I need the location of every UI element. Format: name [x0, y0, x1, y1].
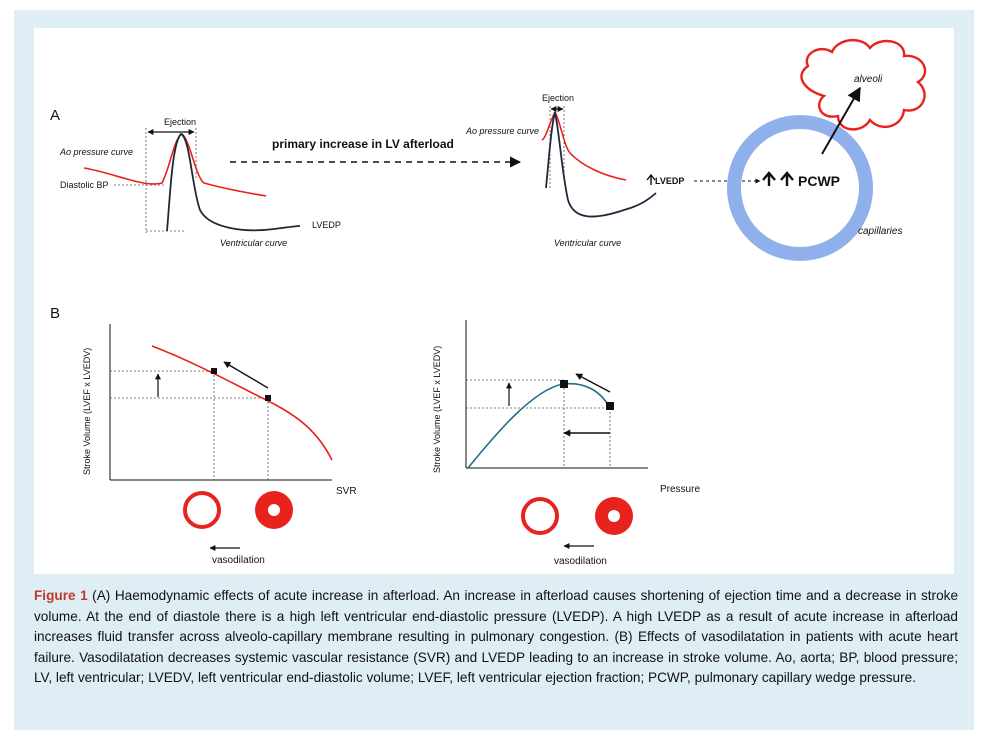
chart-pressure-curve — [467, 382, 611, 469]
alveoli-label: alveoli — [854, 74, 883, 85]
vessel-constricted-lumen — [268, 504, 280, 516]
afterload-arrow-text: primary increase in LV afterload — [272, 137, 454, 151]
fluid-transfer-arrow — [821, 86, 861, 155]
pcwp-up-arrow-icon-1 — [762, 171, 776, 186]
panel-b-label: B — [50, 305, 60, 322]
ventricular-curve-label-right: Ventricular curve — [554, 238, 621, 248]
figure-area: A Ejection Ao pressure curve Diastolic B… — [34, 28, 954, 574]
ventricular-curve-right — [545, 111, 657, 218]
chart-svr-point-lower — [265, 395, 271, 401]
chart-pressure-x-label: Pressure — [660, 484, 700, 495]
pcwp-label: PCWP — [798, 173, 840, 189]
capillary-ring — [727, 115, 873, 261]
chart-svr-x-label: SVR — [336, 486, 357, 497]
chart-pressure-point-right — [606, 402, 614, 410]
waveform-right: Ejection Ao pressure curve Ventricular c… — [465, 93, 761, 248]
vessel-constricted-lumen-2 — [608, 510, 620, 522]
chart-svr: Stroke Volume (LVEF x LVEDV) SVR vasodil… — [82, 324, 357, 566]
ao-curve-label-left: Ao pressure curve — [59, 147, 133, 157]
figure-label: Figure 1 — [34, 588, 88, 603]
vasodilation-label-1: vasodilation — [212, 555, 265, 566]
ventricular-curve-left — [166, 132, 301, 232]
chart-pressure-y-label: Stroke Volume (LVEF x LVEDV) — [432, 346, 442, 473]
waveform-left: Ejection Ao pressure curve Diastolic BP … — [59, 117, 341, 248]
vessel-dilated-icon — [183, 491, 221, 529]
panel-a-label: A — [50, 107, 60, 124]
lvedp-label-left: LVEDP — [312, 220, 341, 230]
capillaries-label: capillaries — [858, 226, 902, 237]
ao-pressure-curve-left — [83, 133, 267, 197]
pcwp-up-arrow-icon-2 — [780, 171, 794, 186]
figure-caption: Figure 1 (A) Haemodynamic effects of acu… — [34, 586, 958, 689]
figure-diagram: A Ejection Ao pressure curve Diastolic B… — [50, 39, 927, 567]
lvedp-up-arrow-icon — [646, 173, 656, 185]
chart-svr-shift-arrow — [223, 361, 269, 389]
ao-curve-label-right: Ao pressure curve — [465, 126, 539, 136]
ao-pressure-curve-right — [541, 110, 627, 181]
lvedp-label-right: LVEDP — [655, 176, 684, 186]
ejection-label-right: Ejection — [542, 93, 574, 103]
vasodilation-label-2: vasodilation — [554, 556, 607, 567]
chart-pressure-point-peak — [560, 380, 568, 388]
alveoli-shape — [800, 39, 927, 131]
chart-pressure: Stroke Volume (LVEF x LVEDV) Pressure va… — [432, 320, 700, 567]
chart-svr-point-upper — [211, 368, 217, 374]
ventricular-curve-label-left: Ventricular curve — [220, 238, 287, 248]
ejection-label: Ejection — [164, 117, 196, 127]
chart-svr-curve — [151, 345, 333, 461]
chart-pressure-shift-arrow — [575, 373, 611, 393]
vessel-dilated-icon-2 — [521, 497, 559, 535]
diastolic-bp-label: Diastolic BP — [60, 180, 109, 190]
chart-svr-y-label: Stroke Volume (LVEF x LVEDV) — [82, 348, 92, 475]
caption-text: (A) Haemodynamic effects of acute increa… — [34, 588, 958, 685]
